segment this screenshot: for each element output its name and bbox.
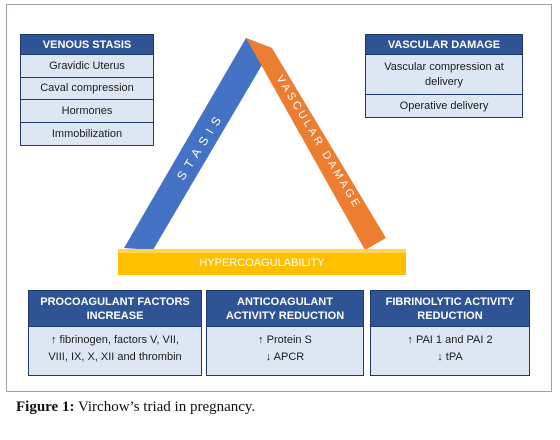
vascular-damage-title: VASCULAR DAMAGE [366,35,522,55]
fibrinolytic-body: ↑ PAI 1 and PAI 2 ↓ tPA [371,327,529,375]
anticoagulant-body: ↑ Protein S ↓ APCR [207,327,363,375]
venous-stasis-title: VENOUS STASIS [21,35,153,55]
procoagulant-line: ↑ fibrinogen, factors V, VII, [51,334,179,346]
anticoagulant-line: ↑ Protein S [258,334,312,346]
caption-text: Virchow’s triad in pregnancy. [74,399,256,415]
hypercoagulability-bar [118,249,406,275]
anticoagulant-title: ANTICOAGULANT ACTIVITY REDUCTION [207,291,363,327]
vascular-damage-box: VASCULAR DAMAGE Vascular compression at … [365,34,523,118]
venous-stasis-item: Gravidic Uterus [21,55,153,78]
venous-stasis-box: VENOUS STASIS Gravidic Uterus Caval comp… [20,34,154,146]
fibrinolytic-line: ↓ tPA [437,351,463,363]
procoagulant-title: PROCOAGULANT FACTORS INCREASE [29,291,201,327]
venous-stasis-item: Hormones [21,100,153,123]
anticoagulant-line: ↓ APCR [265,351,305,363]
figure-caption: Figure 1: Virchow’s triad in pregnancy. [16,399,255,416]
anticoagulant-box: ANTICOAGULANT ACTIVITY REDUCTION ↑ Prote… [206,290,364,376]
hypercoagulability-bar-highlight [118,249,406,253]
procoagulant-box: PROCOAGULANT FACTORS INCREASE ↑ fibrinog… [28,290,202,376]
figure-frame [6,4,552,392]
hypercoagulability-label: HYPERCOAGULABILITY [199,257,325,269]
stasis-bar [124,38,272,250]
vascular-damage-bar [246,38,386,250]
fibrinolytic-title: FIBRINOLYTIC ACTIVITY REDUCTION [371,291,529,327]
fibrinolytic-line: ↑ PAI 1 and PAI 2 [407,334,493,346]
procoagulant-line: VIII, IX, X, XII and thrombin [48,351,182,363]
venous-stasis-item: Caval compression [21,78,153,100]
vascular-damage-item: Operative delivery [366,95,522,117]
caption-label: Figure 1: [16,399,75,415]
venous-stasis-item: Immobilization [21,123,153,145]
vascular-damage-label: VASCULAR DAMAGE [274,73,364,211]
procoagulant-body: ↑ fibrinogen, factors V, VII, VIII, IX, … [29,327,201,375]
fibrinolytic-box: FIBRINOLYTIC ACTIVITY REDUCTION ↑ PAI 1 … [370,290,530,376]
vascular-damage-item: Vascular compression at delivery [366,55,522,95]
